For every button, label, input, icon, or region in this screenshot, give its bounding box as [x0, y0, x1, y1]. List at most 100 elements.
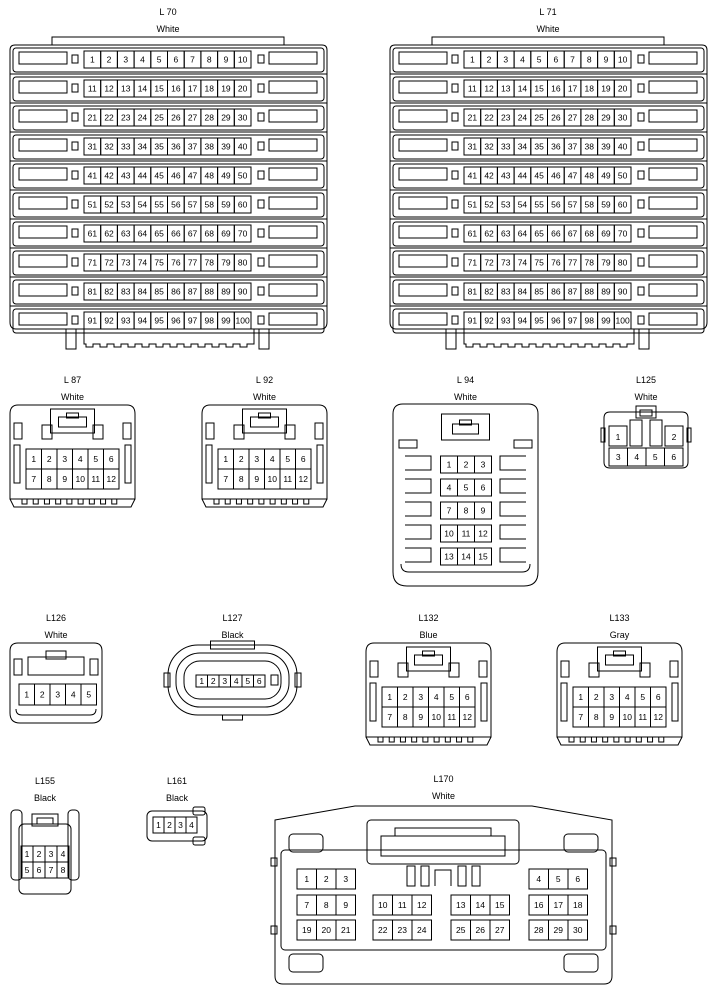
pin-number: 6: [109, 454, 114, 464]
pin-number: 26: [551, 113, 561, 123]
pin-number: 49: [221, 171, 231, 181]
pin-number: 2: [239, 454, 244, 464]
connector-code: L 70: [159, 7, 176, 17]
connector-code: L133: [609, 613, 629, 623]
pin-cell: [233, 108, 252, 127]
pin-number: 29: [221, 113, 231, 123]
pin-number: 66: [551, 229, 561, 239]
pin-number: 4: [270, 454, 275, 464]
pin-cell: [80, 683, 97, 706]
pin-number: 80: [618, 258, 628, 268]
pin-number: 24: [518, 113, 528, 123]
pin-number: 1: [156, 820, 161, 830]
pin-cell: [233, 195, 252, 214]
pin-number: 7: [304, 900, 309, 910]
pin-number: 5: [285, 454, 290, 464]
pin-number: 10: [618, 55, 628, 65]
pin-number: 26: [476, 925, 486, 935]
pin-number: 6: [301, 454, 306, 464]
pin-number: 55: [534, 200, 544, 210]
pin-number: 35: [154, 142, 164, 152]
pin-number: 7: [387, 712, 392, 722]
pin-number: 12: [484, 84, 494, 94]
connector-color: White: [432, 791, 455, 801]
pin-number: 22: [378, 925, 388, 935]
connector-code: L125: [636, 375, 656, 385]
pin-number: 6: [671, 452, 676, 462]
connector-code: L127: [222, 613, 242, 623]
pin-number: 54: [518, 200, 528, 210]
connector-color: White: [44, 630, 67, 640]
pin-number: 91: [88, 316, 98, 326]
pin-cell: [233, 311, 252, 330]
connector-color: Blue: [419, 630, 437, 640]
pin-number: 16: [551, 84, 561, 94]
pin-number: 7: [570, 55, 575, 65]
pin-number: 27: [188, 113, 198, 123]
pin-number: 23: [501, 113, 511, 123]
pin-number: 17: [554, 900, 564, 910]
pin-number: 4: [625, 692, 630, 702]
pin-number: 1: [304, 874, 309, 884]
pin-number: 12: [478, 529, 488, 539]
pin-number: 6: [37, 865, 42, 875]
pin-number: 46: [551, 171, 561, 181]
pin-number: 3: [62, 454, 67, 464]
connector-color: White: [253, 392, 276, 402]
pin-number: 17: [568, 84, 578, 94]
pin-number: 25: [456, 925, 466, 935]
pin-number: 2: [594, 692, 599, 702]
pin-number: 64: [518, 229, 528, 239]
pin-number: 57: [188, 200, 198, 210]
pin-cell: [335, 919, 356, 941]
pin-number: 72: [484, 258, 494, 268]
pin-number: 2: [167, 820, 172, 830]
pin-number: 44: [138, 171, 148, 181]
pin-number: 90: [618, 287, 628, 297]
pin-number: 1: [25, 849, 30, 859]
pin-number: 68: [585, 229, 595, 239]
pin-number: 14: [476, 900, 486, 910]
pin-number: 2: [672, 432, 677, 442]
pin-number: 3: [123, 55, 128, 65]
pin-number: 6: [575, 874, 580, 884]
pin-number: 30: [238, 113, 248, 123]
pin-number: 88: [205, 287, 215, 297]
pin-number: 15: [478, 552, 488, 562]
pin-number: 6: [553, 55, 558, 65]
pin-number: 71: [88, 258, 98, 268]
pin-number: 5: [86, 690, 91, 700]
pin-number: 1: [223, 454, 228, 464]
pin-number: 5: [556, 874, 561, 884]
pin-cell: [335, 868, 356, 890]
pin-cell: [613, 311, 632, 330]
pin-number: 14: [518, 84, 528, 94]
pin-number: 11: [447, 712, 456, 722]
connector-color: Black: [34, 793, 57, 803]
pin-number: 25: [154, 113, 164, 123]
pin-number: 21: [88, 113, 98, 123]
pin-cell: [103, 468, 120, 490]
pin-number: 22: [104, 113, 114, 123]
pin-number: 47: [188, 171, 198, 181]
pin-number: 18: [205, 84, 215, 94]
pin-number: 8: [239, 474, 244, 484]
pin-number: 69: [601, 229, 611, 239]
pin-number: 11: [88, 84, 97, 94]
pin-number: 33: [121, 142, 131, 152]
pin-number: 77: [568, 258, 578, 268]
pin-number: 3: [343, 874, 348, 884]
pin-number: 13: [121, 84, 131, 94]
pin-number: 5: [640, 692, 645, 702]
pin-number: 71: [468, 258, 478, 268]
pin-number: 3: [178, 820, 183, 830]
pin-cell: [253, 674, 266, 688]
pin-number: 87: [568, 287, 578, 297]
pin-number: 21: [468, 113, 478, 123]
